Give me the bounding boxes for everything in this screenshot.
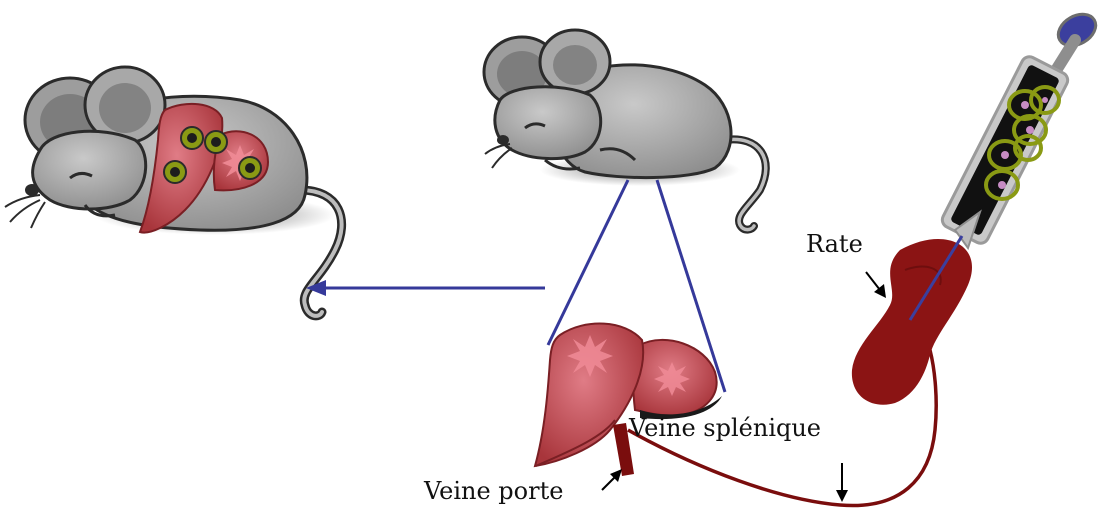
tumor-cell: [239, 157, 261, 179]
center-mouse: [484, 30, 766, 230]
tumor-cell: [181, 127, 203, 149]
syringe-barrel: [950, 64, 1060, 236]
splenic-vein-pointer-arrow: [836, 463, 848, 502]
center-mouse-tail: [725, 139, 766, 229]
splenic-vein-label: Veine splénique: [629, 414, 821, 442]
rate-pointer-arrow: [866, 272, 886, 298]
portal-vein-pointer-arrow: [602, 469, 622, 490]
transfer-arrow: [306, 280, 545, 296]
spleen-icon: [852, 239, 972, 405]
left-mouse-nose: [25, 184, 39, 196]
connector-line-left: [548, 180, 628, 345]
left-mouse-head: [33, 131, 146, 209]
spleen-label: Rate: [806, 230, 863, 258]
tumor-cell: [205, 131, 227, 153]
left-mouse-whiskers: [5, 195, 45, 228]
syringe-with-cells-icon: [910, 8, 1099, 320]
tumor-cell: [164, 161, 186, 183]
portal-vein-label: Veine porte: [424, 477, 563, 505]
left-mouse: [5, 67, 342, 316]
